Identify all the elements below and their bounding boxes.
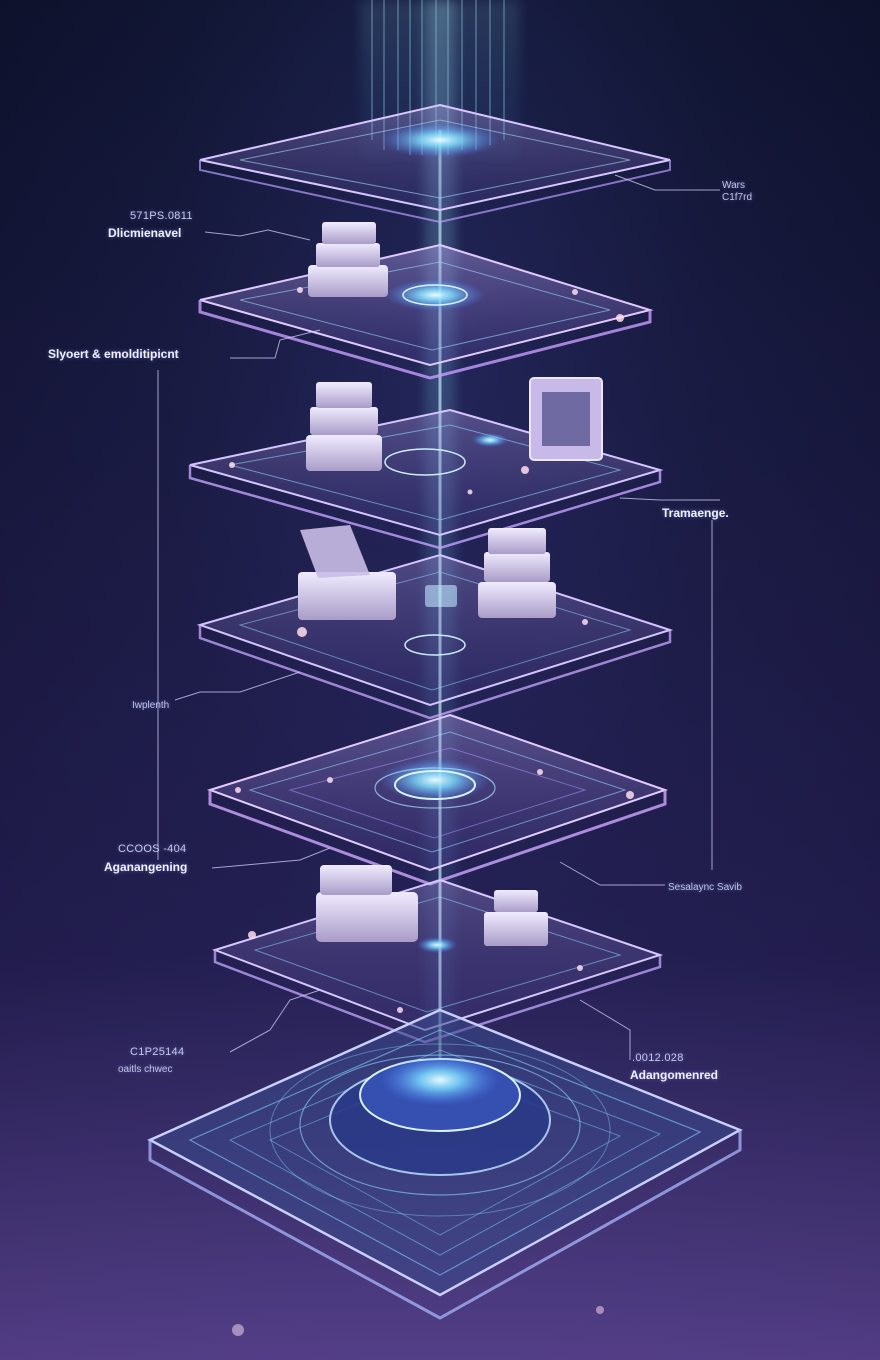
label-top-right-line2: C1f7rd [722,192,753,203]
server-stack-icon [306,382,382,471]
label-base-right-name: Adangomenred [630,1068,719,1082]
label-layer5-left-name: Aganangening [104,860,188,874]
layer-3-plate [188,377,664,550]
cartridge-stack-icon [484,890,548,946]
label-layer1-code: 571PS.0811 [130,210,193,222]
layer-6-plate [211,865,664,1044]
label-layer5-right-name: Sesalaync Savib [668,882,742,893]
label-top-right-line1: Wars [722,180,745,191]
layer-2-plate [198,222,654,380]
base-platform [147,1008,743,1320]
archive-box-icon [316,865,418,942]
label-layer4-left-name: Iwplenth [132,700,170,711]
label-layer5-left-code: CCOOS -404 [118,843,187,855]
label-layer3-right-name: Tramaenge. [662,506,729,520]
label-layer2-name: Slyoert & emolditipicnt [48,347,179,361]
label-base-left-code: C1P25144 [130,1046,185,1058]
monitor-panel-icon [529,377,603,461]
layer-4-plate [196,525,674,720]
document-box-icon [298,525,396,620]
storage-block-icon [308,222,388,297]
label-base-left-name: oaitls chwec [118,1064,173,1075]
layer-1-plate [199,103,671,224]
callout-lines [157,174,720,1060]
label-base-right-code: .0012.028 [632,1052,684,1064]
layer-5-plate [206,713,669,886]
sparkles [229,287,634,1336]
label-layer1-name: Dlicmienavel [108,226,182,240]
database-stack-icon [478,528,556,618]
glass-cube-icon [425,585,457,607]
